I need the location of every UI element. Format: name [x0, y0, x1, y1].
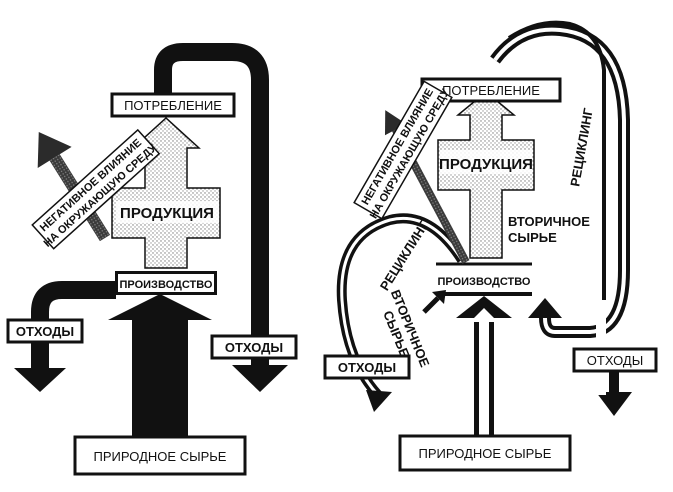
- right-secondary-label-line2: СЫРЬЕ: [508, 230, 557, 245]
- left-products-label: ПРОДУКЦИЯ: [120, 205, 214, 222]
- right-impact-label-box: [353, 80, 453, 220]
- left-waste-right-box: [210, 334, 298, 360]
- right-secondary-label-line1: ВТОРИЧНОЕ: [508, 214, 590, 229]
- left-diagram: ПРИРОДНОЕ СЫРЬЕ ПРОИЗВОДСТВО ПРОДУКЦИЯ П…: [6, 43, 298, 476]
- right-products-label: ПРОДУКЦИЯ: [439, 156, 533, 173]
- right-waste-right-line: [507, 20, 606, 395]
- right-diagram: ПРИРОДНОЕ СЫРЬЕ ПРОИЗВОДСТВО ПРОДУКЦИЯ П…: [323, 20, 658, 472]
- left-production-waste-arrow: [31, 281, 116, 368]
- right-waste-left-label: ОТХОДЫ: [338, 360, 396, 375]
- right-waste-right-label: ОТХОДЫ: [587, 353, 643, 368]
- left-raw-material-arrow: [108, 294, 212, 438]
- right-impact-arrowhead: [384, 110, 407, 136]
- right-secondary-small-arrowhead: [432, 290, 446, 304]
- right-waste-right-arrowhead: [596, 392, 632, 416]
- left-impact-label-box: [31, 128, 161, 250]
- right-left-recycling-label: РЕЦИКЛИНГ: [377, 217, 432, 293]
- left-production-label: ПРОИЗВОДСТВО: [120, 279, 213, 291]
- left-waste-right-arrowhead: [232, 365, 288, 392]
- left-waste-left-arrowhead: [14, 368, 66, 392]
- left-waste-left-label: ОТХОДЫ: [16, 324, 74, 339]
- right-production-label: ПРОИЗВОДСТВО: [438, 276, 531, 288]
- right-raw-material-box: [398, 434, 572, 472]
- right-recycling-label: РЕЦИКЛИНГ: [567, 106, 596, 187]
- right-raw-material-label: ПРИРОДНОЕ СЫРЬЕ: [419, 446, 552, 461]
- left-consumption-label: ПОТРЕБЛЕНИЕ: [124, 98, 222, 113]
- left-raw-material-label: ПРИРОДНОЕ СЫРЬЕ: [94, 449, 227, 464]
- left-impact-arrowhead: [37, 131, 72, 169]
- left-consumption-box: [110, 92, 236, 118]
- right-left-waste-arrowhead: [366, 390, 392, 412]
- left-raw-material-box: [73, 435, 247, 476]
- left-products-arrow: [111, 116, 221, 269]
- right-waste-left-box: [323, 354, 411, 380]
- left-waste-left-box: [6, 318, 84, 344]
- left-consumption-waste-loop: [154, 43, 269, 365]
- right-consumption-label: ПОТРЕБЛЕНИЕ: [442, 83, 540, 98]
- right-products-arrow: [437, 91, 535, 259]
- left-waste-right-label: ОТХОДЫ: [225, 340, 283, 355]
- right-recycling-arrowhead: [528, 298, 562, 318]
- right-waste-right-box: [572, 347, 658, 373]
